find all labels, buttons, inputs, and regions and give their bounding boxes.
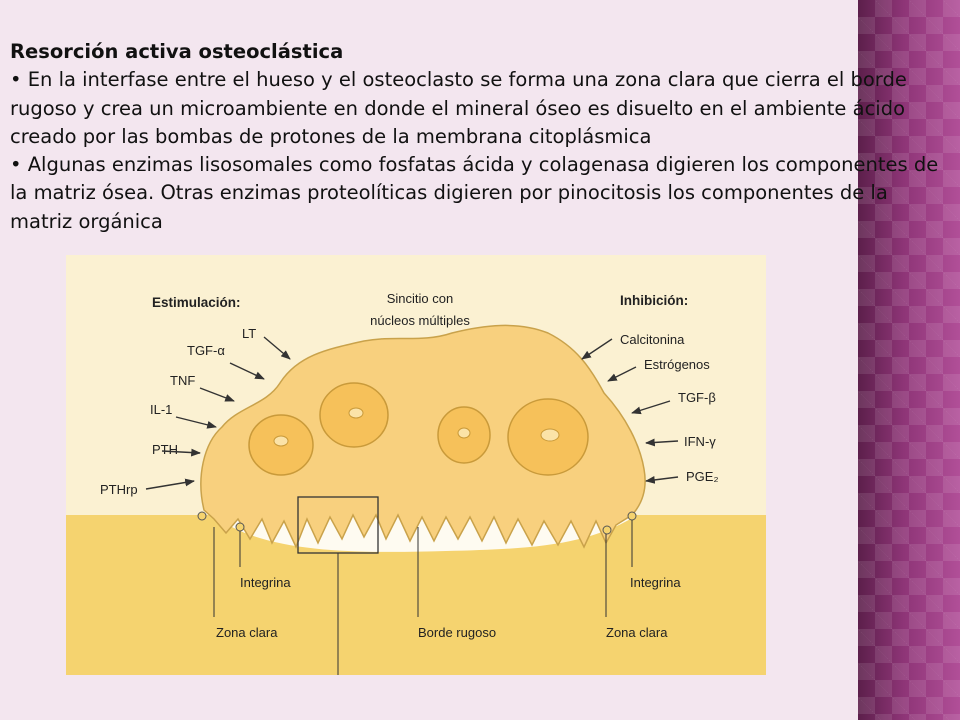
slide-text: Resorción activa osteoclástica • En la i…: [10, 38, 955, 236]
osteoclast-cell: [200, 324, 646, 549]
arrow-pthrp: [145, 478, 195, 490]
decorative-side-band: [858, 0, 960, 720]
arrow-lt: [263, 336, 291, 360]
arrow-tgf-beta: [631, 400, 671, 415]
stimulator-lt: LT: [242, 326, 256, 341]
stimulator-il1: IL-1: [150, 402, 172, 417]
arrow-pth: [161, 448, 201, 457]
label-ruffled-border: Borde rugoso: [418, 625, 496, 640]
syncytium-label-line2: núcleos múltiples: [370, 313, 470, 328]
arrow-tgf-alpha: [229, 362, 265, 380]
inhibitor-pge2: PGE₂: [686, 469, 719, 484]
nucleus-1-nucleolus: [273, 435, 289, 447]
osteoclast-diagram: Estimulación: Inhibición: Sincitio con n…: [66, 255, 766, 675]
nucleus-3-nucleolus: [457, 427, 471, 439]
label-integrin-right: Integrina: [630, 575, 681, 590]
integrin-dot-left-1: [197, 511, 207, 521]
bullet-2: • Algunas enzimas lisosomales como fosfa…: [10, 153, 939, 233]
arrow-il1: [175, 416, 217, 429]
label-integrin-left: Integrina: [240, 575, 291, 590]
stimulation-header: Estimulación:: [152, 295, 241, 310]
nucleus-4-nucleolus: [540, 428, 560, 442]
label-clear-zone-left: Zona clara: [216, 625, 278, 640]
slide-title: Resorción activa osteoclástica: [10, 40, 344, 63]
label-clear-zone-right: Zona clara: [606, 625, 668, 640]
inhibitor-calcitonina: Calcitonina: [620, 332, 685, 347]
arrow-estrogenos: [607, 366, 637, 382]
stimulator-pth: PTH: [152, 442, 178, 457]
inhibitor-tgf-beta: TGF-β: [678, 390, 716, 405]
bullet-1: • En la interfase entre el hueso y el os…: [10, 68, 907, 148]
nucleus-2-nucleolus: [348, 407, 364, 419]
inhibition-header: Inhibición:: [620, 293, 688, 308]
syncytium-label-line1: Sincitio con: [387, 291, 453, 306]
integrin-dot-right-1: [602, 525, 612, 535]
stimulator-tnf: TNF: [170, 373, 195, 388]
arrow-tnf: [199, 387, 235, 402]
inhibitor-ifn-gamma: IFN-γ: [684, 434, 716, 449]
stimulator-pthrp: PTHrp: [100, 482, 138, 497]
integrin-dot-right-2: [627, 511, 637, 521]
arrow-pge2: [645, 476, 679, 484]
arrow-calcitonina: [581, 338, 613, 360]
arrow-ifn-gamma: [645, 438, 679, 447]
bone-matrix: [66, 515, 766, 675]
inhibitor-estrogenos: Estrógenos: [644, 357, 710, 372]
integrin-dot-left-2: [235, 522, 245, 532]
stimulator-tgf-alpha: TGF-α: [187, 343, 225, 358]
